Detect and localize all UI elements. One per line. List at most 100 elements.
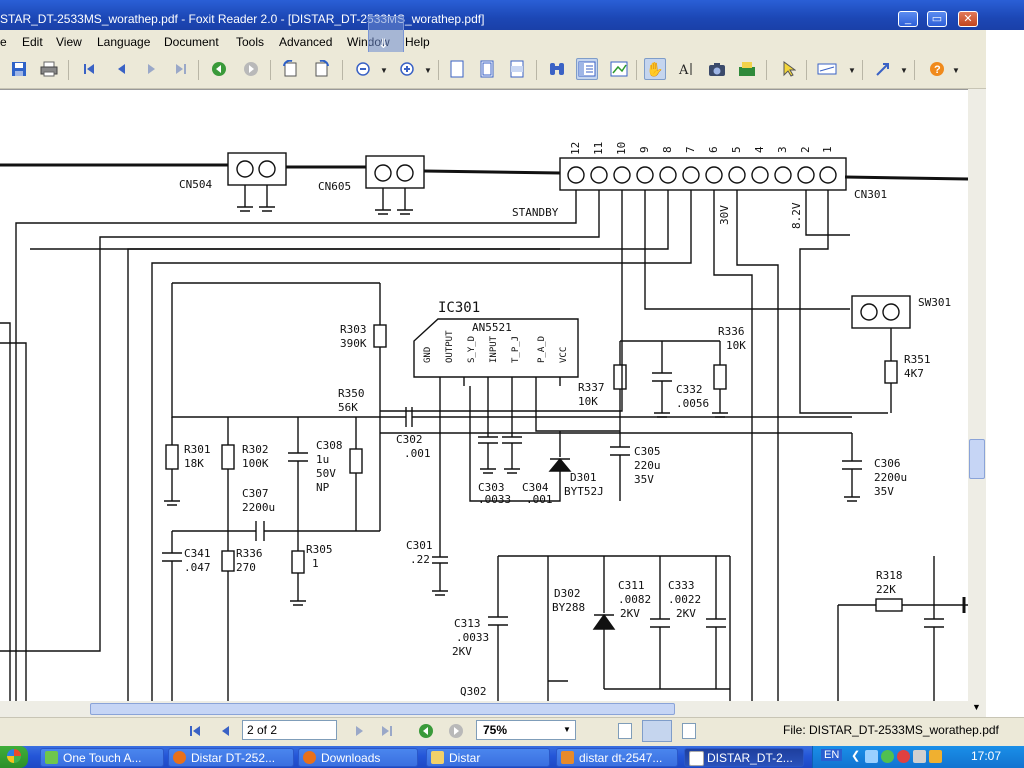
link-icon[interactable] (872, 58, 894, 80)
status-forward-icon[interactable] (448, 723, 464, 742)
pin-number: 2 (799, 146, 812, 153)
document-view[interactable]: CN504 CN605 CN301 STANDBY 30V 8.2V IC301… (0, 89, 968, 702)
task-foxit-active[interactable]: DISTAR_DT-2... (684, 748, 804, 767)
zoom-select[interactable]: 75% ▼ (476, 720, 576, 740)
tray-expand-icon[interactable]: ❮ (851, 750, 861, 762)
link-dropdown-icon[interactable]: ▼ (900, 66, 908, 75)
status-next-page-icon[interactable] (352, 724, 366, 741)
svg-text:?: ? (934, 64, 941, 76)
task-distar-folder[interactable]: Distar (426, 748, 550, 767)
fit-width-icon[interactable] (506, 58, 528, 80)
typewriter-icon[interactable] (736, 58, 758, 80)
network-icon[interactable] (865, 750, 878, 763)
snapshot-icon[interactable] (706, 58, 728, 80)
menu-document[interactable]: Document (164, 35, 219, 49)
label-r337-value: 10K (578, 395, 598, 408)
status-prev-page-icon[interactable] (218, 724, 232, 741)
file-name: File: DISTAR_DT-2533MS_worathep.pdf (783, 723, 999, 737)
last-page-icon[interactable] (170, 58, 192, 80)
label-c301-value: .22 (410, 553, 430, 566)
vertical-scrollbar[interactable] (968, 89, 986, 701)
zoom-dropdown-icon[interactable]: ▼ (563, 725, 571, 734)
measure-icon[interactable] (816, 58, 838, 80)
menu-edit[interactable]: Edit (22, 35, 43, 49)
update-icon[interactable] (929, 750, 942, 763)
volume-icon[interactable] (913, 750, 926, 763)
label-c332-value: .0056 (676, 397, 709, 410)
rotate-right-icon[interactable] (310, 58, 332, 80)
select-arrow-icon[interactable] (778, 58, 800, 80)
label-c311-voltage: 2KV (620, 607, 640, 620)
page-number-input[interactable]: 2 of 2 (242, 720, 337, 740)
task-distar-252[interactable]: Distar DT-252... (168, 748, 294, 767)
horizontal-scroll-thumb[interactable] (90, 703, 675, 715)
help-dropdown-icon[interactable]: ▼ (952, 66, 960, 75)
label-c308-voltage: 50V (316, 467, 336, 480)
language-indicator[interactable]: EN (821, 749, 843, 761)
title-bar[interactable]: STAR_DT-2533MS_worathep.pdf - Foxit Read… (0, 0, 1024, 30)
menu-tools[interactable]: Tools (236, 35, 265, 49)
text-select-icon[interactable]: A (676, 58, 698, 80)
facing-view-icon[interactable] (682, 723, 696, 739)
single-page-view-icon[interactable] (618, 723, 632, 739)
close-button[interactable]: ✕ (958, 11, 978, 27)
save-icon[interactable] (8, 58, 30, 80)
label-d301-value: BYT52J (564, 485, 604, 498)
task-label: DISTAR_DT-2... (707, 751, 793, 765)
antivirus-icon[interactable] (897, 750, 910, 763)
pin-number: 12 (569, 142, 582, 155)
label-c333: C333 (668, 579, 695, 592)
menu-view[interactable]: View (56, 35, 82, 49)
bookmarks-icon[interactable] (576, 58, 598, 80)
ic-pin-label: INPUT (489, 335, 499, 363)
task-one-touch[interactable]: One Touch A... (40, 748, 164, 767)
zoom-in-dropdown-icon[interactable]: ▼ (424, 66, 432, 75)
help-icon[interactable]: ? (926, 58, 948, 80)
label-ic301: IC301 (438, 300, 480, 316)
label-c308-type: NP (316, 481, 330, 494)
label-c313-voltage: 2KV (452, 645, 472, 658)
measure-dropdown-icon[interactable]: ▼ (848, 66, 856, 75)
app-icon (45, 751, 58, 764)
minimize-button[interactable]: _ (898, 11, 918, 27)
actual-size-icon[interactable] (446, 58, 468, 80)
horizontal-scrollbar[interactable]: ▼ (0, 701, 986, 717)
zoom-in-icon[interactable] (396, 58, 418, 80)
start-button[interactable] (0, 746, 28, 768)
find-icon[interactable] (546, 58, 568, 80)
security-icon[interactable] (881, 750, 894, 763)
print-icon[interactable] (38, 58, 60, 80)
pin-number: 3 (776, 146, 789, 153)
label-cn605: CN605 (318, 180, 351, 193)
next-page-icon[interactable] (140, 58, 162, 80)
rotate-left-icon[interactable] (280, 58, 302, 80)
windows-logo-icon (7, 749, 21, 763)
menu-language[interactable]: Language (97, 35, 151, 49)
hand-tool-icon[interactable]: ✋ (644, 58, 666, 80)
maximize-button[interactable]: ▭ (927, 11, 947, 27)
go-forward-icon[interactable] (240, 58, 262, 80)
status-back-icon[interactable] (418, 723, 434, 742)
label-c307-value: 2200u (242, 501, 275, 514)
prev-page-icon[interactable] (110, 58, 132, 80)
zoom-out-icon[interactable] (352, 58, 374, 80)
fit-page-icon[interactable] (476, 58, 498, 80)
pin-number: 1 (821, 146, 834, 153)
label-c308-value: 1u (316, 453, 329, 466)
go-back-icon[interactable] (208, 58, 230, 80)
zoom-out-dropdown-icon[interactable]: ▼ (380, 66, 388, 75)
status-last-page-icon[interactable] (380, 724, 394, 741)
thumbnails-icon[interactable] (608, 58, 630, 80)
task-downloads[interactable]: Downloads (298, 748, 418, 767)
menu-help[interactable]: Help (405, 35, 430, 49)
scroll-down-icon[interactable]: ▼ (972, 702, 981, 712)
task-distar-2547[interactable]: distar dt-2547... (556, 748, 678, 767)
status-first-page-icon[interactable] (188, 724, 202, 741)
vertical-scroll-thumb[interactable] (969, 439, 985, 479)
first-page-icon[interactable] (78, 58, 100, 80)
clock[interactable]: 17:07 (971, 749, 1002, 763)
label-r336b-value: 270 (236, 561, 256, 574)
menu-advanced[interactable]: Advanced (279, 35, 333, 49)
continuous-view-icon[interactable] (642, 720, 672, 742)
menu-file[interactable]: e (0, 35, 7, 49)
